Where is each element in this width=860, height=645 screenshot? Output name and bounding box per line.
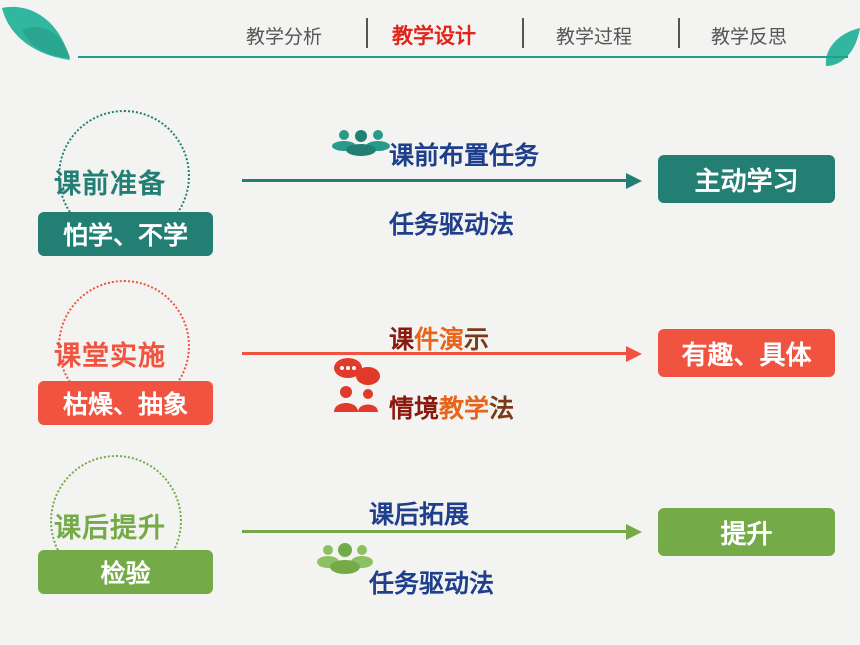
method-top-post-class: 课后拓展 <box>369 500 470 529</box>
stage-title-post-class: 课后提升 <box>54 513 166 544</box>
stage-title-pre-class: 课前准备 <box>54 169 166 200</box>
method-char: 演 <box>439 325 465 354</box>
method-char: 课 <box>389 325 415 354</box>
method-char: 教 <box>439 394 465 423</box>
problem-box-post-class: 检验 <box>38 550 213 594</box>
group-people-icon <box>317 543 373 574</box>
leaf-decoration-right <box>825 28 860 66</box>
method-bottom-pre-class: 任务驱动法 <box>389 210 515 239</box>
flow-arrow-line <box>242 179 628 182</box>
method-char: 示 <box>464 325 490 354</box>
nav-separator <box>522 18 524 48</box>
result-box-post-class: 提升 <box>658 508 835 556</box>
group-people-icon <box>332 130 390 156</box>
flow-arrow-head <box>626 172 642 189</box>
nav-tab-process[interactable]: 教学过程 <box>556 26 633 48</box>
method-char: 境 <box>414 394 440 423</box>
leaf-decoration-left <box>2 6 70 60</box>
method-bottom-in-class: 情境教学法 <box>389 389 514 425</box>
method-bottom-post-class: 任务驱动法 <box>369 569 495 598</box>
nav-tab-analysis[interactable]: 教学分析 <box>246 26 323 48</box>
problem-box-pre-class: 怕学、不学 <box>38 212 213 256</box>
header-divider <box>78 56 848 58</box>
method-char: 学 <box>464 394 490 423</box>
stage-title-in-class: 课堂实施 <box>54 341 166 372</box>
method-char: 件 <box>414 325 440 354</box>
result-box-pre-class: 主动学习 <box>658 155 835 203</box>
method-char: 情 <box>389 394 415 423</box>
nav-separator <box>366 18 368 48</box>
flow-arrow-head <box>626 523 642 540</box>
nav-separator <box>678 18 680 48</box>
problem-box-in-class: 枯燥、抽象 <box>38 381 213 425</box>
method-top-in-class: 课件演示 <box>389 320 489 356</box>
method-char: 法 <box>489 394 515 423</box>
nav-tab-reflection[interactable]: 教学反思 <box>711 26 788 48</box>
nav-tab-design[interactable]: 教学设计 <box>392 24 476 48</box>
flow-arrow-head <box>626 345 642 362</box>
result-box-in-class: 有趣、具体 <box>658 329 835 377</box>
discussion-people-icon <box>334 358 380 412</box>
flow-arrow-line <box>242 352 628 355</box>
flow-arrow-line <box>242 530 628 533</box>
method-top-pre-class: 课前布置任务 <box>389 141 540 170</box>
